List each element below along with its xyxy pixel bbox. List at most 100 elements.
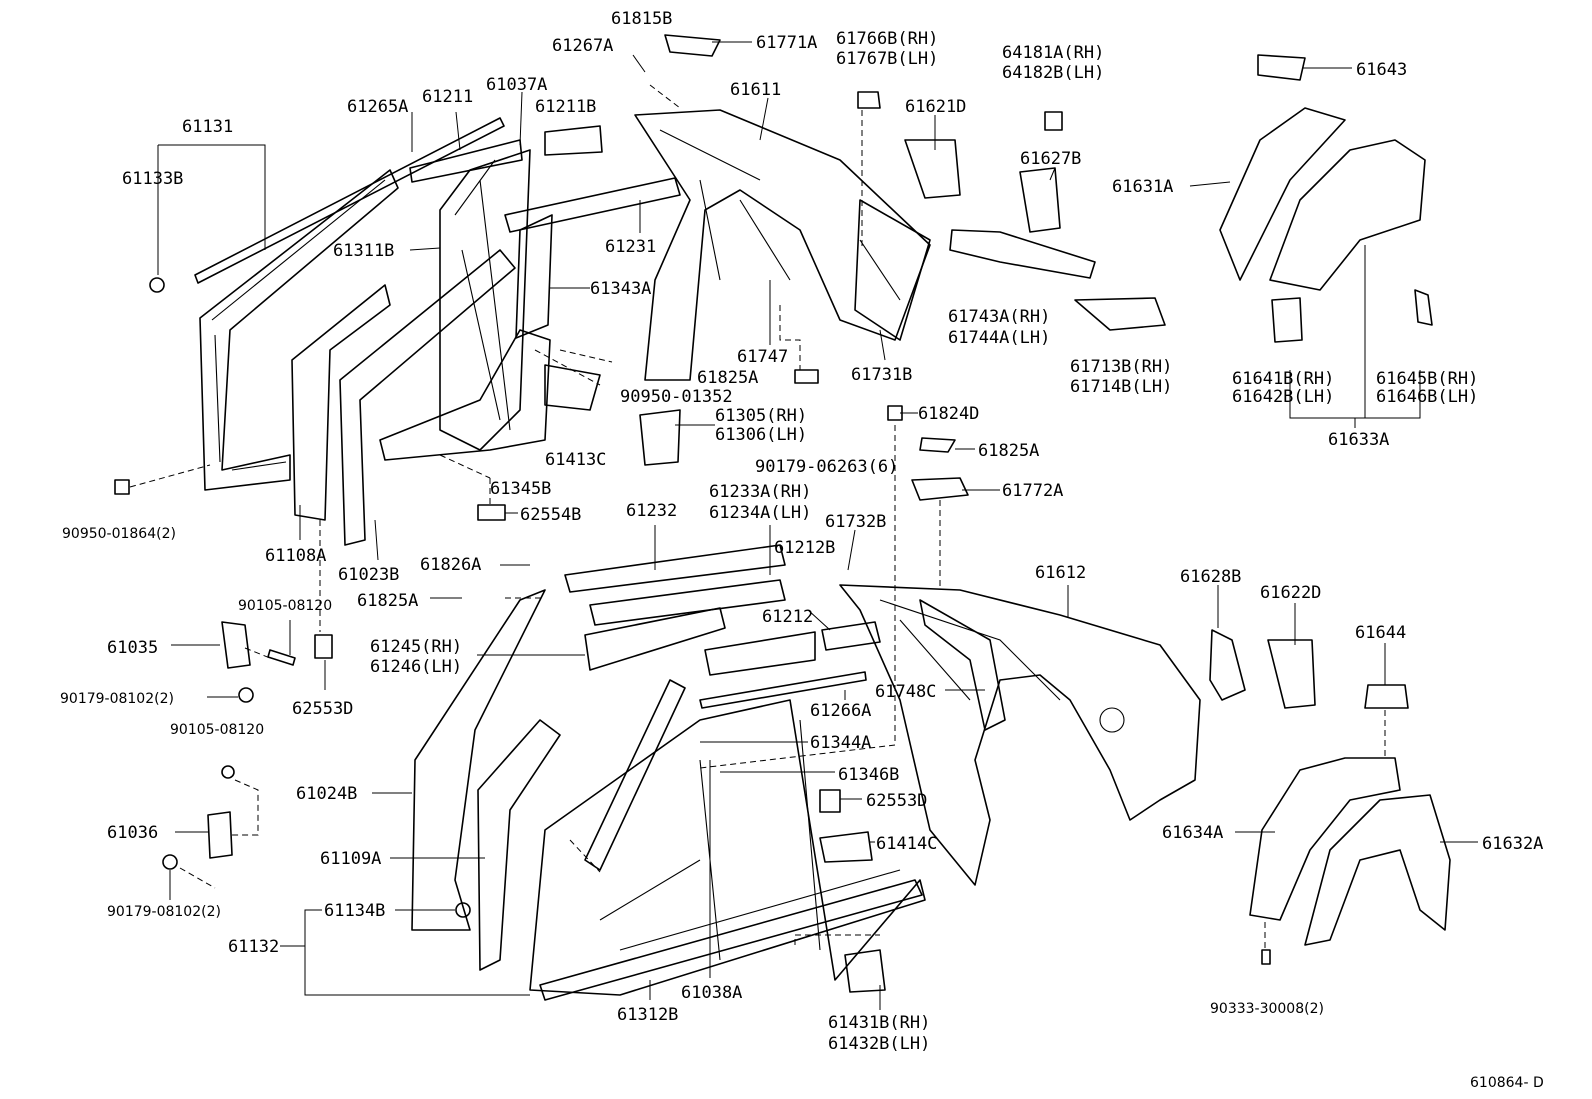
part-label: 61234A(LH) — [709, 503, 811, 523]
part-label: 90950-01352 — [620, 387, 733, 407]
part-label: 62553D — [866, 791, 927, 811]
part-61109A-pillar — [477, 719, 561, 971]
part-61631A-wheelhouse — [1219, 107, 1346, 281]
part-61233A-rail — [589, 579, 786, 626]
part-61634A-wheelhouse — [1249, 757, 1401, 921]
part-label: 61431B(RH) — [828, 1013, 930, 1033]
part-label: 61345B — [490, 479, 551, 499]
part-label: 61212 — [762, 607, 813, 627]
part-label: 61627B — [1020, 149, 1081, 169]
part-label: 61631A — [1112, 177, 1173, 197]
part-61232-roof-rail — [564, 544, 786, 593]
part-61743A-rail — [949, 229, 1096, 279]
part-61622D-bracket — [1267, 639, 1316, 709]
part-61611-rear-structure — [634, 109, 931, 381]
part-label: 61645B(RH) — [1376, 369, 1478, 389]
part-61311B-pillar — [439, 149, 531, 451]
body-parts — [114, 34, 1451, 1001]
part-62553D-pad-2 — [314, 634, 333, 659]
part-label: 61611 — [730, 80, 781, 100]
part-label: 64181A(RH) — [1002, 43, 1104, 63]
part-label: 61133B — [122, 169, 183, 189]
part-label: 61108A — [265, 546, 326, 566]
part-label: 61731B — [851, 365, 912, 385]
part-61345B-lower — [379, 329, 551, 461]
dashed-connectors — [129, 84, 1386, 950]
part-label: 90179-06263(6) — [755, 457, 898, 477]
part-label: 61713B(RH) — [1070, 357, 1172, 377]
part-90105-bolt-2 — [221, 765, 235, 779]
part-label: 61343A — [590, 279, 651, 299]
part-label: 61646B(LH) — [1376, 387, 1478, 407]
part-61641B-bracket — [1271, 297, 1303, 343]
part-61815B-clip — [664, 34, 721, 57]
part-61632A-wheelhouse — [1304, 794, 1451, 946]
part-label: 61038A — [681, 983, 742, 1003]
part-label: 61632A — [1482, 834, 1543, 854]
part-label: 90105-08120 — [238, 598, 332, 614]
part-61344A-pillar — [584, 679, 686, 871]
part-label: 61267A — [552, 36, 613, 56]
part-label: 61024B — [296, 784, 357, 804]
part-64181A-nut — [1044, 111, 1063, 131]
part-61212B-bracket — [821, 621, 881, 651]
part-61245-rail — [584, 607, 726, 671]
part-label: 61766B(RH) — [836, 29, 938, 49]
part-61731B-panel — [854, 199, 931, 341]
part-61131-outer-frame — [199, 169, 399, 491]
part-label: 61643 — [1356, 60, 1407, 80]
part-label: 61825A — [978, 441, 1039, 461]
part-61713B-bracket — [1074, 297, 1166, 331]
part-61633A-wheelhouse-inner — [1269, 139, 1426, 291]
part-90179-nut-2 — [162, 854, 178, 870]
part-label: 61344A — [810, 733, 871, 753]
part-61212-bracket — [704, 631, 816, 676]
part-label: 64182B(LH) — [1002, 63, 1104, 83]
part-61132-side-sill — [529, 699, 926, 996]
part-61035-bracket — [221, 621, 251, 669]
part-label: 61824D — [918, 404, 979, 424]
part-label: 61413C — [545, 450, 606, 470]
part-label: 61634A — [1162, 823, 1223, 843]
part-61643-clip — [1257, 54, 1306, 81]
part-label: 90950-01864(2) — [62, 526, 176, 542]
part-62553D-pad — [819, 789, 841, 813]
part-label: 61306(LH) — [715, 425, 807, 445]
part-label: 61732B — [825, 512, 886, 532]
part-label: 61346B — [838, 765, 899, 785]
part-label: 61311B — [333, 241, 394, 261]
part-61824D-pad — [887, 405, 903, 421]
part-label: 61036 — [107, 823, 158, 843]
part-label: 90105-08120 — [170, 722, 264, 738]
part-61627B-bracket — [1019, 167, 1061, 233]
part-label: 61132 — [228, 937, 279, 957]
part-61265A-strip — [194, 117, 505, 284]
part-label: 61212B — [774, 538, 835, 558]
part-label: 61265A — [347, 97, 408, 117]
part-label: 61211B — [535, 97, 596, 117]
part-label: 61633A — [1328, 430, 1389, 450]
part-61825A-pad-2 — [919, 437, 956, 453]
part-label: 61266A — [810, 701, 871, 721]
part-label: 61305(RH) — [715, 406, 807, 426]
part-61211-rail — [409, 139, 523, 183]
part-label: 61628B — [1180, 567, 1241, 587]
part-61036-bracket — [207, 811, 233, 859]
part-61612-quarter-panel — [839, 584, 1201, 886]
part-61621D-bracket — [904, 139, 961, 199]
part-61414C-bracket — [819, 831, 873, 863]
part-61134B-plug — [455, 902, 471, 918]
part-label: 61035 — [107, 638, 158, 658]
part-label: 62554B — [520, 505, 581, 525]
leader-lines — [157, 41, 1478, 1010]
part-label: 61233A(RH) — [709, 482, 811, 502]
part-61645B-clip — [1414, 289, 1433, 326]
part-61628B-bracket — [1209, 629, 1246, 701]
part-label: 61131 — [182, 117, 233, 137]
part-labels: 61815B 61771A 61267A 61766B(RH) 61767B(L… — [60, 9, 1544, 1091]
part-61644-clip — [1364, 684, 1409, 709]
part-61266A-strip — [699, 671, 867, 709]
part-61312B-sill — [539, 879, 923, 1001]
part-label: 61826A — [420, 555, 481, 575]
part-label: 61744A(LH) — [948, 328, 1050, 348]
